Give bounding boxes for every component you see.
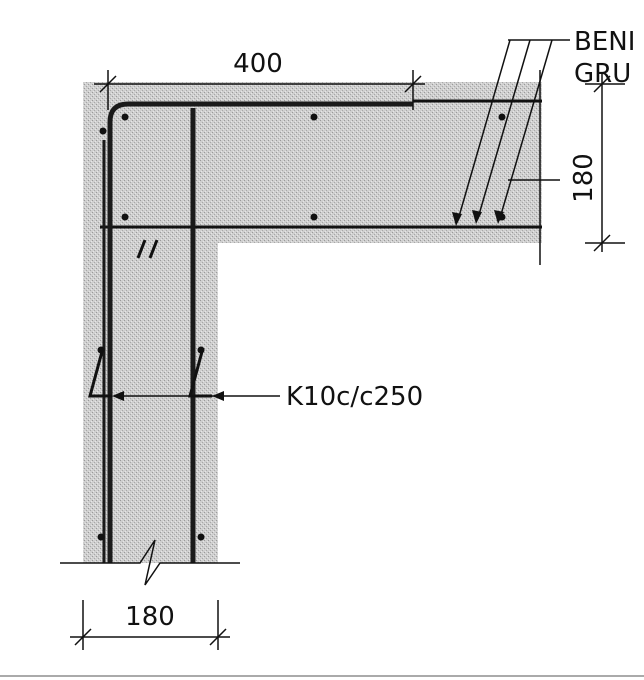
section-break-mark xyxy=(136,239,159,259)
stirrup-arrowheads xyxy=(112,391,224,401)
rebar-dot xyxy=(97,533,105,541)
stirrup-hook-left xyxy=(88,347,112,398)
group-label: GRU xyxy=(574,59,631,89)
leader-arrowheads xyxy=(452,210,504,226)
bent-label: BENI xyxy=(574,27,635,57)
dimension-wall-180 xyxy=(70,600,230,650)
dimension-top-400 xyxy=(94,70,425,110)
stirrup-label: K10c/c250 xyxy=(286,382,423,412)
dimension-slab-180 xyxy=(585,72,625,252)
concrete-section xyxy=(83,82,542,563)
rebar-dot xyxy=(310,113,318,121)
top-main-rebar xyxy=(107,101,413,563)
dimension-top-label: 400 xyxy=(233,49,283,79)
rebar-dot xyxy=(197,533,205,541)
dimension-wall-label: 180 xyxy=(125,602,175,632)
rebar-dot xyxy=(121,213,129,221)
bent-leader-lines xyxy=(457,39,570,221)
rebar-dot xyxy=(99,127,107,135)
dimension-slab-label: 180 xyxy=(569,153,599,203)
rebar-dot xyxy=(121,113,129,121)
wall-break-line xyxy=(60,539,240,586)
rebar-dot xyxy=(498,113,506,121)
rebar-dot xyxy=(310,213,318,221)
